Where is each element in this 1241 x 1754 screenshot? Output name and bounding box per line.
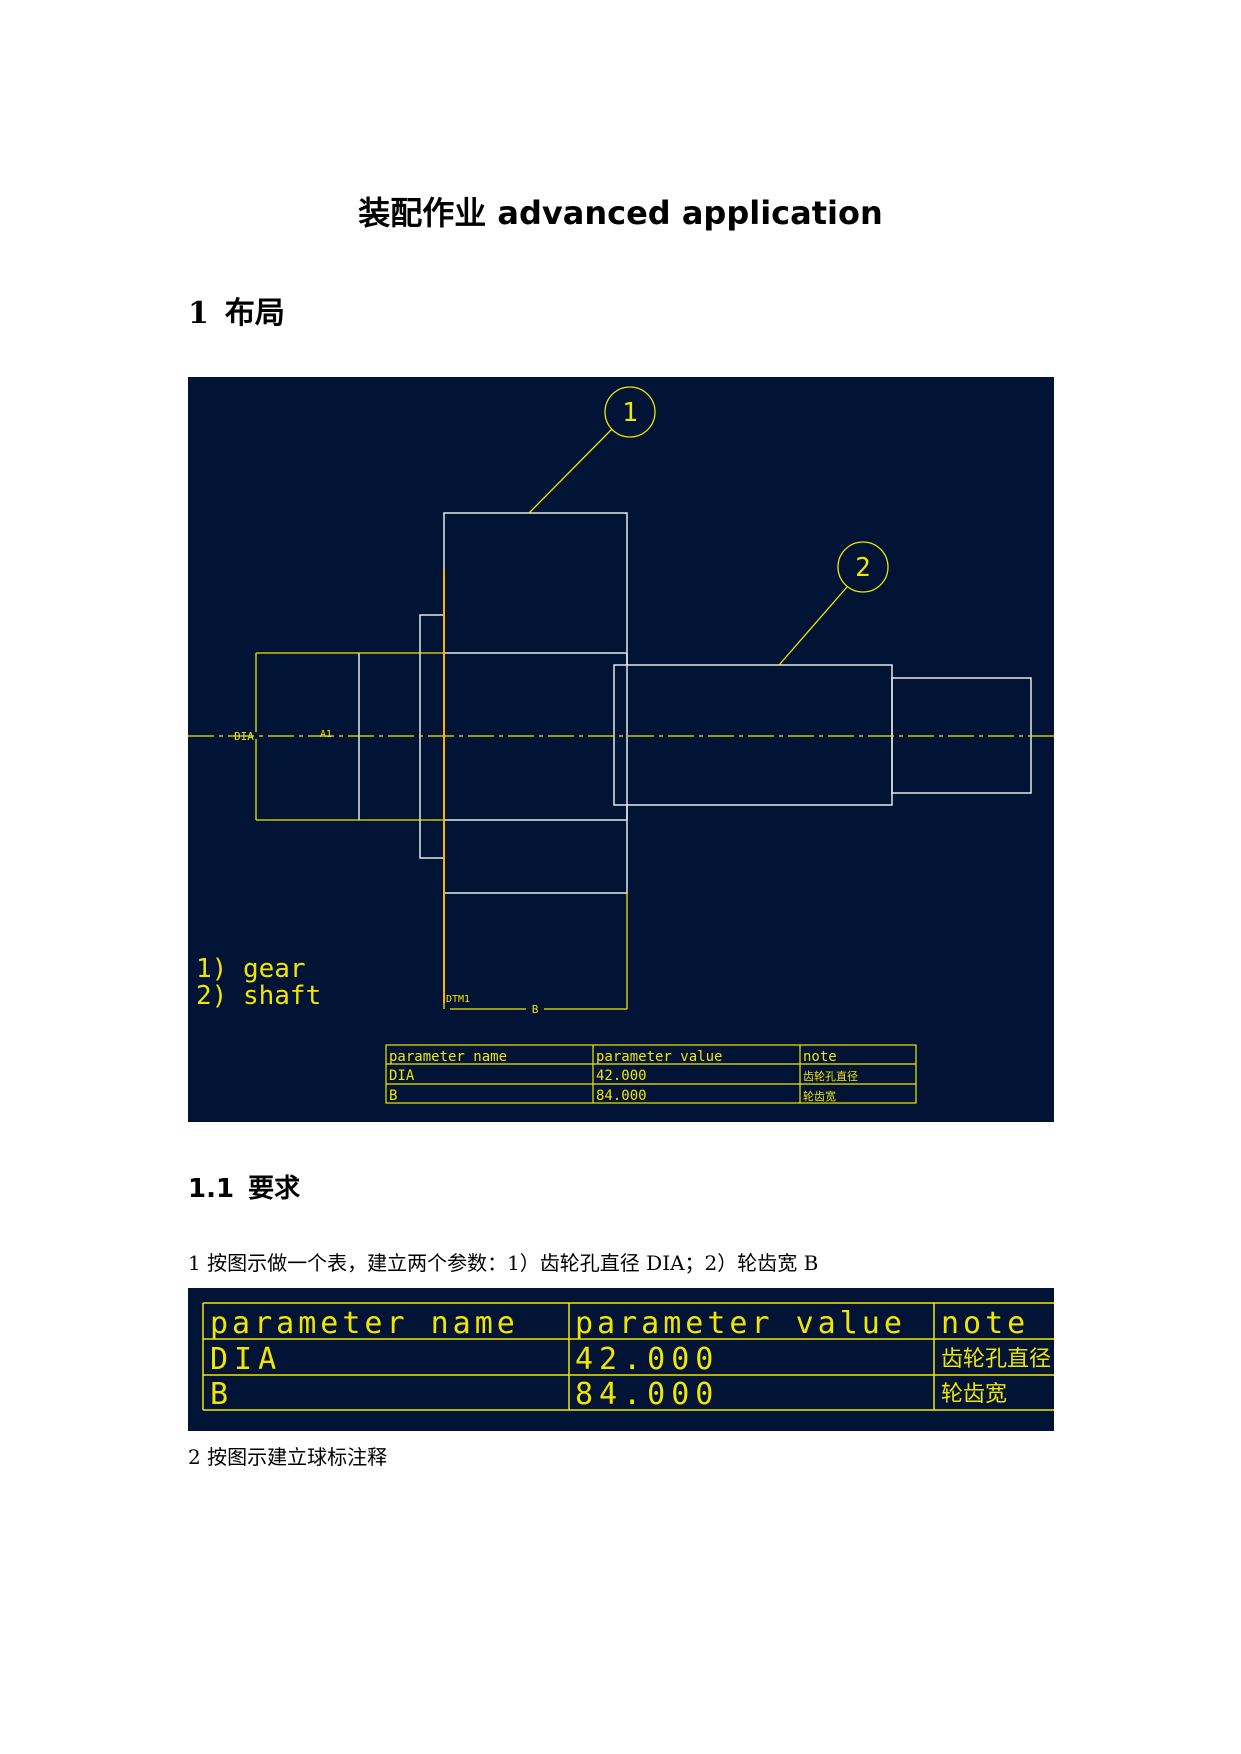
section-number: 1.1: [188, 1174, 235, 1204]
table-border: [385, 1044, 917, 1104]
b-label: B: [532, 1003, 539, 1016]
table-cell: B: [389, 1088, 397, 1104]
zoom-cell: 42.000: [575, 1342, 719, 1377]
zoom-header-value: parameter value: [575, 1306, 906, 1341]
balloon-2-circle: [837, 541, 889, 593]
sketch-geometry: [188, 386, 1054, 1010]
balloon-1-label: 1: [622, 398, 638, 428]
zoom-cell: B: [210, 1377, 234, 1412]
zoom-table-grid: [202, 1302, 1054, 1411]
table-cell: 84.000: [596, 1088, 647, 1104]
document-title: 装配作业 advanced application: [358, 194, 883, 232]
dtm1-label: DTM1: [446, 994, 470, 1005]
legend-shaft: 2) shaft: [196, 981, 321, 1011]
a1-label: A1: [320, 729, 332, 740]
table-cell: DIA: [389, 1068, 415, 1084]
zoom-header-note: note: [941, 1306, 1029, 1341]
cad-drawing: 1 2 DIA A1 DTM1 B 1) gear 2) shaft param…: [188, 377, 1054, 1122]
table-cell: 齿轮孔直径: [803, 1069, 858, 1083]
shaft-main-section: [613, 664, 893, 806]
section-heading-1: 1 布局: [188, 288, 285, 332]
parameter-table-zoom: parameter name parameter value note DIA …: [188, 1288, 1054, 1431]
legend-gear: 1) gear: [196, 954, 306, 984]
table-header-value: parameter value: [596, 1049, 722, 1065]
section-title: 要求: [248, 1174, 301, 1204]
gear-geometry: [358, 512, 1032, 894]
zoom-cell: 84.000: [575, 1377, 719, 1412]
zoom-cell: 齿轮孔直径: [941, 1347, 1051, 1372]
table-cell: 42.000: [596, 1068, 647, 1084]
table-header-name: parameter name: [389, 1049, 507, 1065]
requirement-2: 2 按图示建立球标注释: [188, 1445, 388, 1469]
section-title: 布局: [224, 296, 285, 331]
balloon-2-leader: [778, 586, 848, 666]
gear-body: [443, 512, 628, 894]
cad-drawing-canvas: 1 2 DIA A1 DTM1 B 1) gear 2) shaft param…: [188, 386, 1054, 1104]
parameter-table-small: [385, 1044, 917, 1104]
parameter-table-canvas: parameter name parameter value note DIA …: [202, 1302, 1054, 1412]
zoom-cell: 轮齿宽: [941, 1382, 1007, 1407]
zoom-header-name: parameter name: [210, 1306, 519, 1341]
section-number: 1: [188, 296, 209, 331]
balloon-1-leader: [528, 428, 613, 514]
table-cell: 轮齿宽: [803, 1089, 836, 1103]
dia-label: DIA: [234, 730, 254, 743]
zoom-cell: DIA: [210, 1342, 282, 1377]
balloon-1-circle: [604, 386, 656, 438]
section-heading-1-1: 1.1 要求: [188, 1168, 300, 1205]
requirement-1: 1 按图示做一个表，建立两个参数：1）齿轮孔直径 DIA；2）轮齿宽 B: [188, 1251, 819, 1275]
table-header-note: note: [803, 1049, 837, 1065]
balloon-2-label: 2: [855, 553, 871, 583]
